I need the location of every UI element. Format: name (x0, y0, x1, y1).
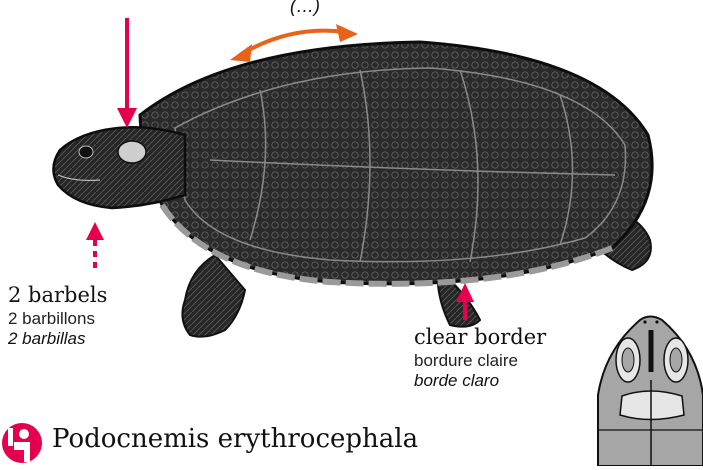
label-border-en: clear border (414, 325, 546, 349)
top-note: (…) (290, 0, 320, 17)
turtle-shell (140, 42, 652, 284)
turtle-head (53, 127, 185, 208)
head-diagram-icon (598, 317, 703, 467)
label-barbels: 2 barbels 2 barbillons 2 barbillas (8, 283, 107, 349)
species-name: Podocnemis erythrocephala (52, 424, 418, 454)
label-barbels-en: 2 barbels (8, 283, 107, 307)
label-border-es: borde claro (414, 371, 546, 391)
arrow-icon (86, 222, 104, 268)
label-barbels-es: 2 barbillas (8, 329, 107, 349)
species-symbol-icon (2, 423, 42, 463)
label-barbels-fr: 2 barbillons (8, 309, 107, 329)
label-border: clear border bordure claire borde claro (414, 325, 546, 391)
arrow-icon (117, 18, 137, 128)
label-border-fr: bordure claire (414, 351, 546, 371)
